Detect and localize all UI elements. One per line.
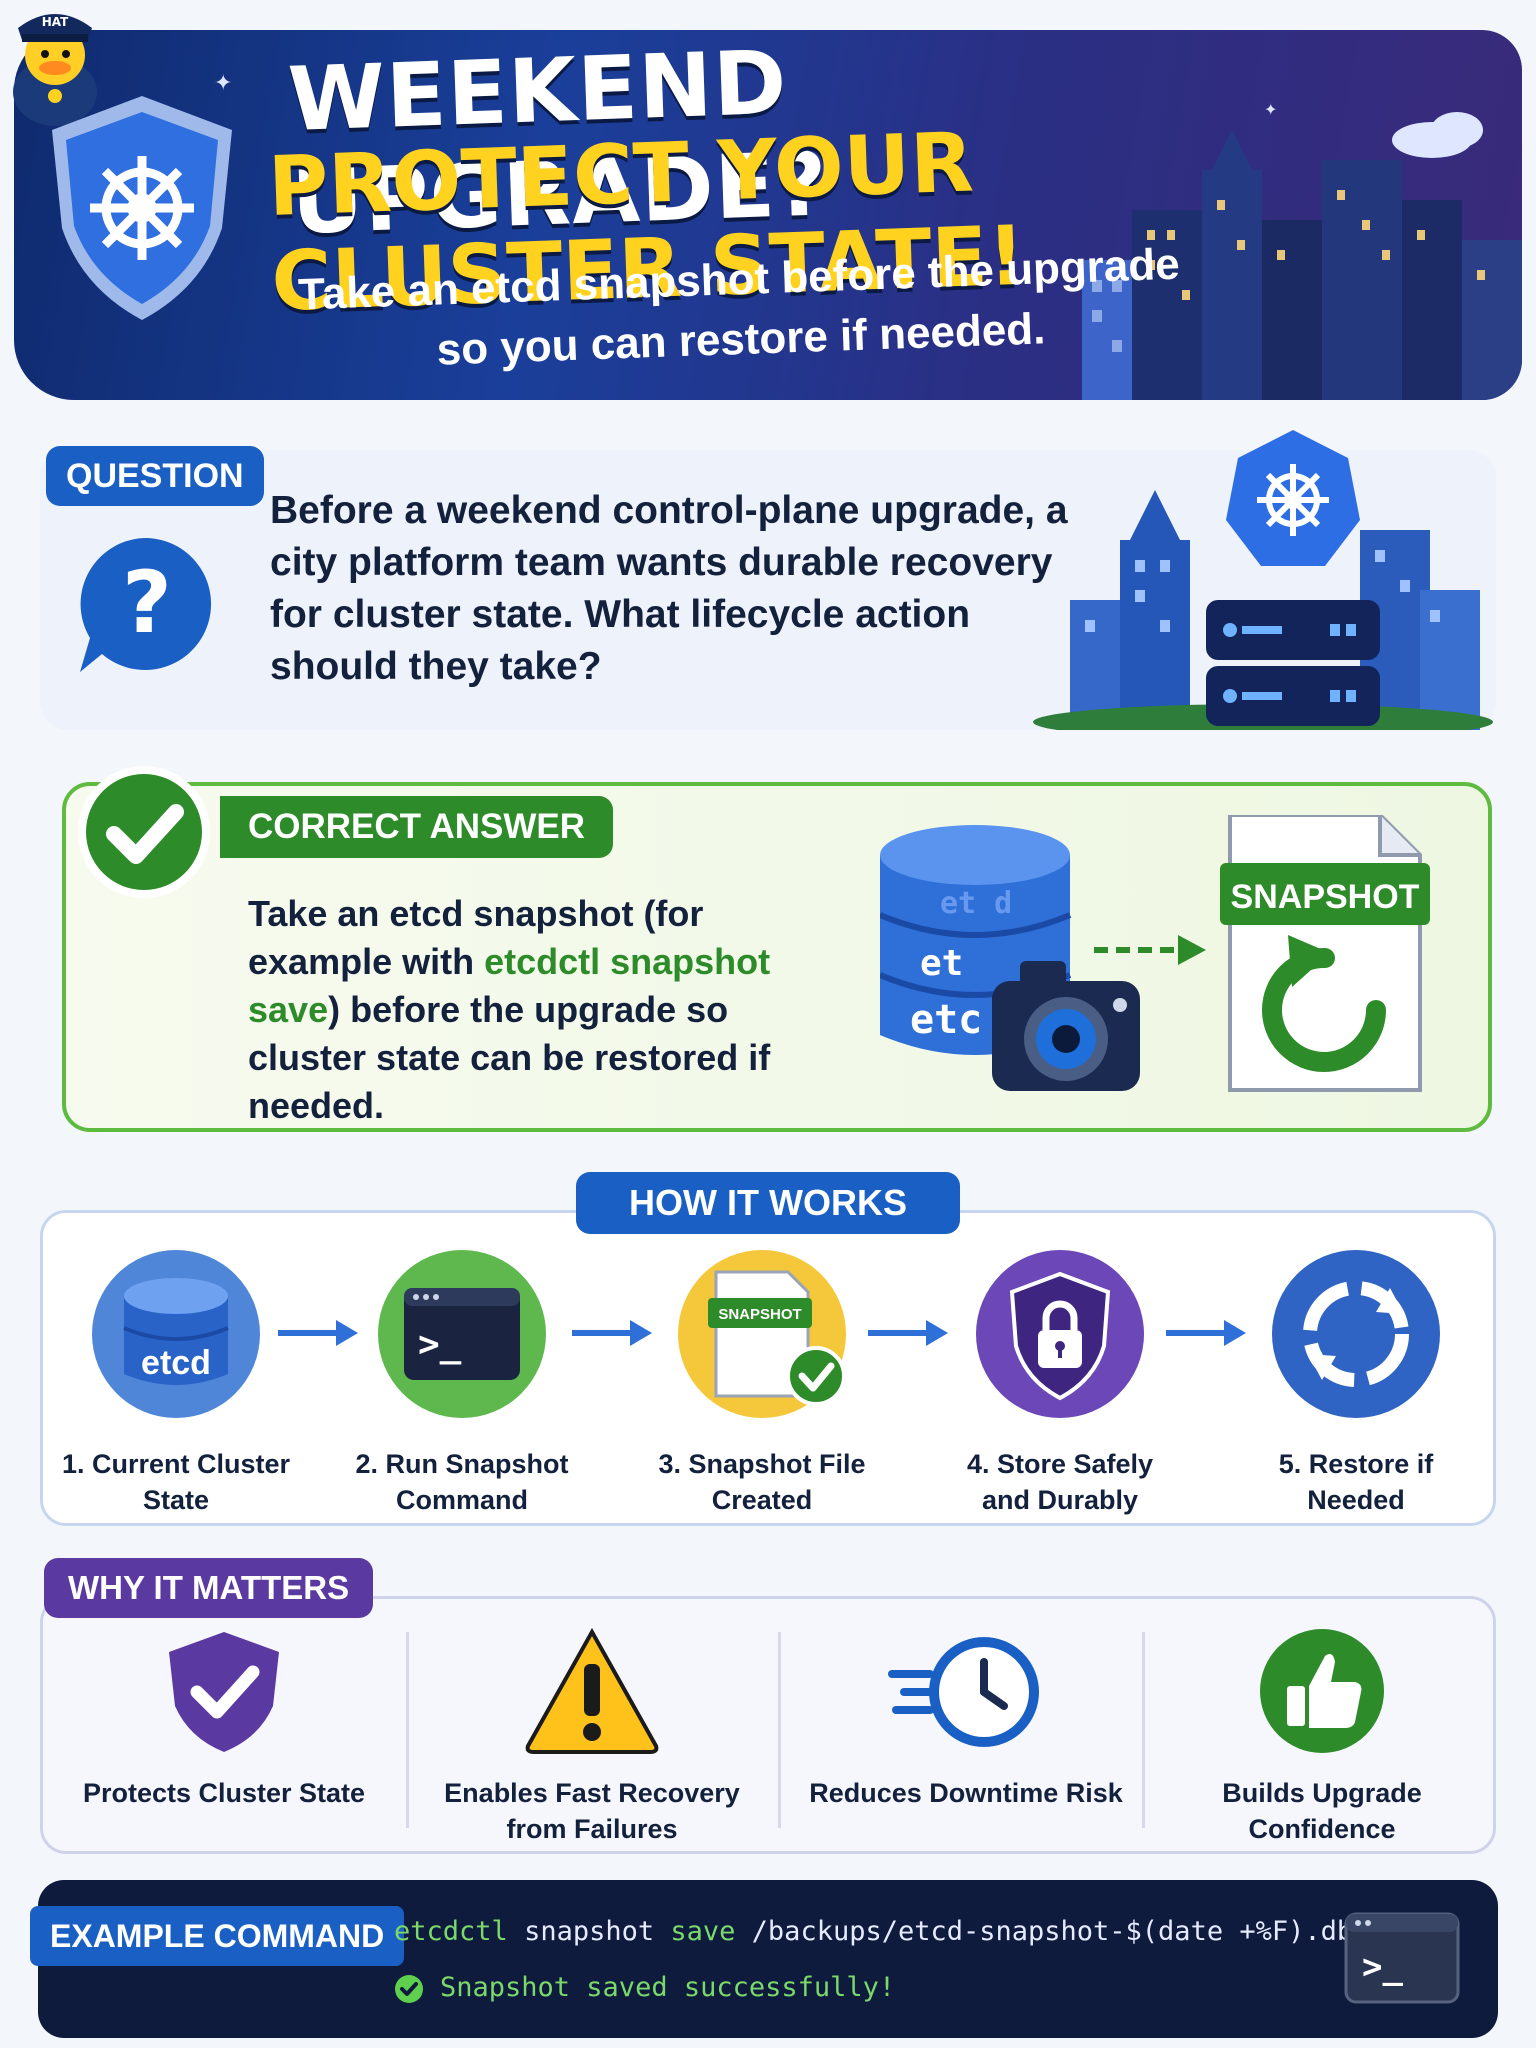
- warning-icon: [525, 1627, 659, 1754]
- question-text: Before a weekend control-plane upgrade, …: [270, 489, 1068, 688]
- etcd-database-icon: et d et etc: [880, 825, 1072, 1055]
- how-it-works-tag: HOW IT WORKS: [576, 1172, 960, 1234]
- cmd-path: /backups/etcd-snapshot-$(date +%F).db: [751, 1916, 1354, 1947]
- cmd-verb: save: [670, 1916, 736, 1947]
- example-command-tag: EXAMPLE COMMAND: [30, 1906, 405, 1966]
- why-item: Protects Cluster State: [54, 1626, 394, 1811]
- kubernetes-shield-icon: [52, 96, 232, 320]
- thumbs-up-icon: [1260, 1629, 1384, 1753]
- step-icon-text: etcd: [141, 1344, 211, 1382]
- terminal-glyph: >_: [1362, 1947, 1403, 1987]
- divider: [1142, 1632, 1145, 1828]
- arrow-right-icon: [572, 1320, 652, 1346]
- why-item: Enables Fast Recovery from Failures: [422, 1626, 762, 1847]
- answer-command-highlight: etcdctl snapshot save: [248, 941, 771, 1030]
- step-label: 2. Run Snapshot Command: [355, 1449, 569, 1515]
- step-current-state: etcd 1. Current Cluster State: [56, 1250, 296, 1518]
- lock-shield-icon: [976, 1250, 1144, 1418]
- why-label: Enables Fast Recovery from Failures: [444, 1778, 740, 1844]
- svg-text:?: ?: [122, 553, 172, 653]
- why-label: Builds Upgrade Confidence: [1222, 1778, 1422, 1844]
- snapshot-file-icon: SNAPSHOT: [678, 1250, 846, 1418]
- snapshot-file-icon: SNAPSHOT: [1220, 815, 1430, 1092]
- step-label: 4. Store Safely and Durably: [966, 1449, 1154, 1515]
- answer-tag: CORRECT ANSWER: [220, 796, 614, 858]
- hero-banner: ✦ ✦: [14, 30, 1522, 400]
- step-icon-text: >_: [418, 1324, 462, 1365]
- step-label: 3. Snapshot File Created: [658, 1449, 866, 1515]
- why-item: Builds Upgrade Confidence: [1152, 1626, 1492, 1847]
- terminal-icon: >_: [378, 1250, 546, 1418]
- why-item: Reduces Downtime Risk: [796, 1626, 1136, 1811]
- arrow-right-icon: [278, 1320, 358, 1346]
- step-label: 5. Restore if Needed: [1278, 1449, 1434, 1515]
- answer-text-before: Take an etcd snapshot (for example with: [248, 893, 704, 982]
- db-label-mid: et: [920, 943, 963, 984]
- restore-icon: [1272, 1250, 1440, 1418]
- mascot-cap-text: HAT: [42, 15, 69, 29]
- question-tag: QUESTION: [46, 446, 264, 506]
- db-label-top: et d: [940, 886, 1012, 921]
- step-run-command: >_ 2. Run Snapshot Command: [342, 1250, 582, 1518]
- terminal-icon[interactable]: >_: [1344, 1912, 1460, 2004]
- success-check-icon: [395, 1975, 423, 2003]
- why-label: Reduces Downtime Risk: [809, 1778, 1123, 1808]
- etcd-snapshot-illustration: et d et etc SNAPSHOT: [880, 815, 1430, 1092]
- cmd-bin: etcdctl: [394, 1916, 508, 1947]
- step-snapshot-created: SNAPSHOT 3. Snapshot File Created: [642, 1250, 882, 1518]
- question-bubble-icon: ?: [80, 537, 212, 672]
- answer-text: Take an etcd snapshot (for example with …: [248, 890, 848, 1130]
- etcd-database-icon: etcd: [92, 1250, 260, 1418]
- step-store-safely: 4. Store Safely and Durably: [940, 1250, 1180, 1518]
- snapshot-label: SNAPSHOT: [1231, 878, 1420, 916]
- step-label: 1. Current Cluster State: [61, 1449, 291, 1515]
- duck-mascot: HAT: [13, 14, 97, 126]
- why-it-matters-card: [40, 1596, 1496, 1854]
- arrow-right-icon: [868, 1320, 948, 1346]
- divider: [778, 1632, 781, 1828]
- city-skyline: [1082, 112, 1522, 400]
- check-shield-icon: [169, 1632, 279, 1752]
- step-restore: 5. Restore if Needed: [1236, 1250, 1476, 1518]
- why-label: Protects Cluster State: [82, 1778, 366, 1808]
- db-label-bottom: etc: [910, 997, 982, 1043]
- check-circle-icon: [78, 766, 210, 898]
- answer-text-after: ) before the upgrade so cluster state ca…: [248, 989, 771, 1126]
- step-icon-text: SNAPSHOT: [718, 1306, 801, 1323]
- success-message: Snapshot saved successfully!: [440, 1972, 896, 2003]
- command-line[interactable]: etcdctl snapshot save /backups/etcd-snap…: [394, 1916, 1353, 1947]
- cmd-sub: snapshot: [524, 1916, 655, 1947]
- arrow-right-icon: [1166, 1320, 1246, 1346]
- camera-icon: [992, 961, 1140, 1091]
- divider: [406, 1632, 409, 1828]
- kubernetes-server-city: [1033, 430, 1493, 730]
- clock-icon: [888, 1637, 1039, 1747]
- why-it-matters-tag: WHY IT MATTERS: [44, 1558, 374, 1618]
